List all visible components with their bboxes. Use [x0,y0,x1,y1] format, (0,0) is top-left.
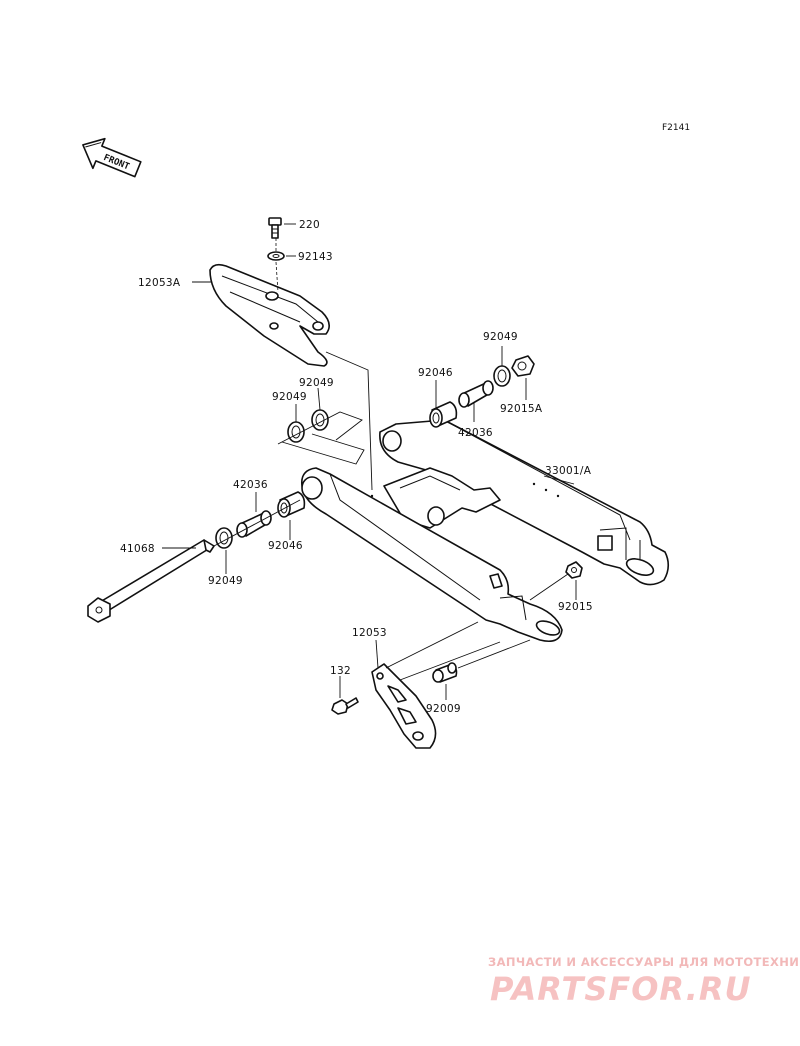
label-92049-left-inner: 92049 [272,391,307,403]
label-92009: 92009 [426,703,461,715]
label-92049-right: 92049 [483,331,518,343]
collar-92009 [432,662,458,683]
pivot-shaft-41068 [87,539,215,623]
label-92015A: 92015A [500,403,543,415]
watermark-site: PARTSFOR.RU [490,970,751,1008]
label-42036-right: 42036 [458,427,493,439]
nut-92015 [565,561,583,579]
label-92143: 92143 [298,251,333,263]
sleeve-42036-right [458,380,494,408]
seal-92049-right [493,365,511,387]
sleeve-42036-left [236,510,272,538]
label-92049-left-lower: 92049 [208,575,243,587]
watermark-tagline: ЗАПЧАСТИ И АКСЕССУАРЫ ДЛЯ МОТОТЕХНИКИ [488,955,800,969]
label-92046-right: 92046 [418,367,453,379]
label-92046-left: 92046 [268,540,303,552]
figure-code: F2141 [662,123,690,133]
label-12053: 12053 [352,627,387,639]
nut-92015A [511,355,535,377]
bolt-132 [331,697,359,715]
front-arrow-icon: FRONT [82,137,142,178]
swingarm-body [300,419,670,643]
label-33001A: 33001/A [545,465,592,477]
label-92015: 92015 [558,601,593,613]
washer-92143 [267,251,285,261]
guard-12053 [371,663,437,749]
label-12053A: 12053A [138,277,181,289]
label-42036-left: 42036 [233,479,268,491]
seal-92049-left-upper [311,409,329,431]
bolt-220 [268,217,282,239]
leader-lines [162,223,577,700]
label-41068: 41068 [120,543,155,555]
collar-92046-right [429,401,458,428]
label-132: 132 [330,665,351,677]
label-92049-left-upper: 92049 [299,377,334,389]
part-labels: 220 92143 12053A 92049 92046 92015A 4203… [120,219,593,715]
chain-guide-12053A [209,263,330,367]
watermark: ЗАПЧАСТИ И АКСЕССУАРЫ ДЛЯ МОТОТЕХНИКИ PA… [488,955,800,1008]
label-220: 220 [299,219,320,231]
